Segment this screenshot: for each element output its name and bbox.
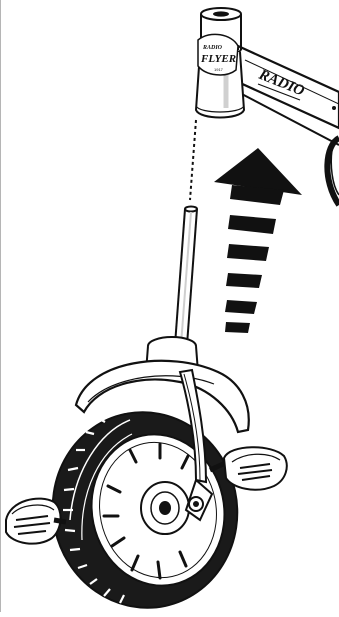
brand-badge: RADIO FLYER 1917 — [198, 34, 238, 75]
alignment-line — [190, 120, 196, 200]
upward-assembly-arrow-icon — [214, 148, 302, 333]
badge-year-label: 1917 — [214, 67, 224, 72]
badge-main-label: FLYER — [200, 53, 236, 65]
front-wheel — [35, 395, 256, 612]
handlebar-stem — [175, 207, 197, 346]
head-tube: RADIO FLYER 1917 — [196, 8, 244, 118]
left-border-line — [0, 0, 1, 612]
badge-top-label: RADIO — [202, 45, 223, 51]
